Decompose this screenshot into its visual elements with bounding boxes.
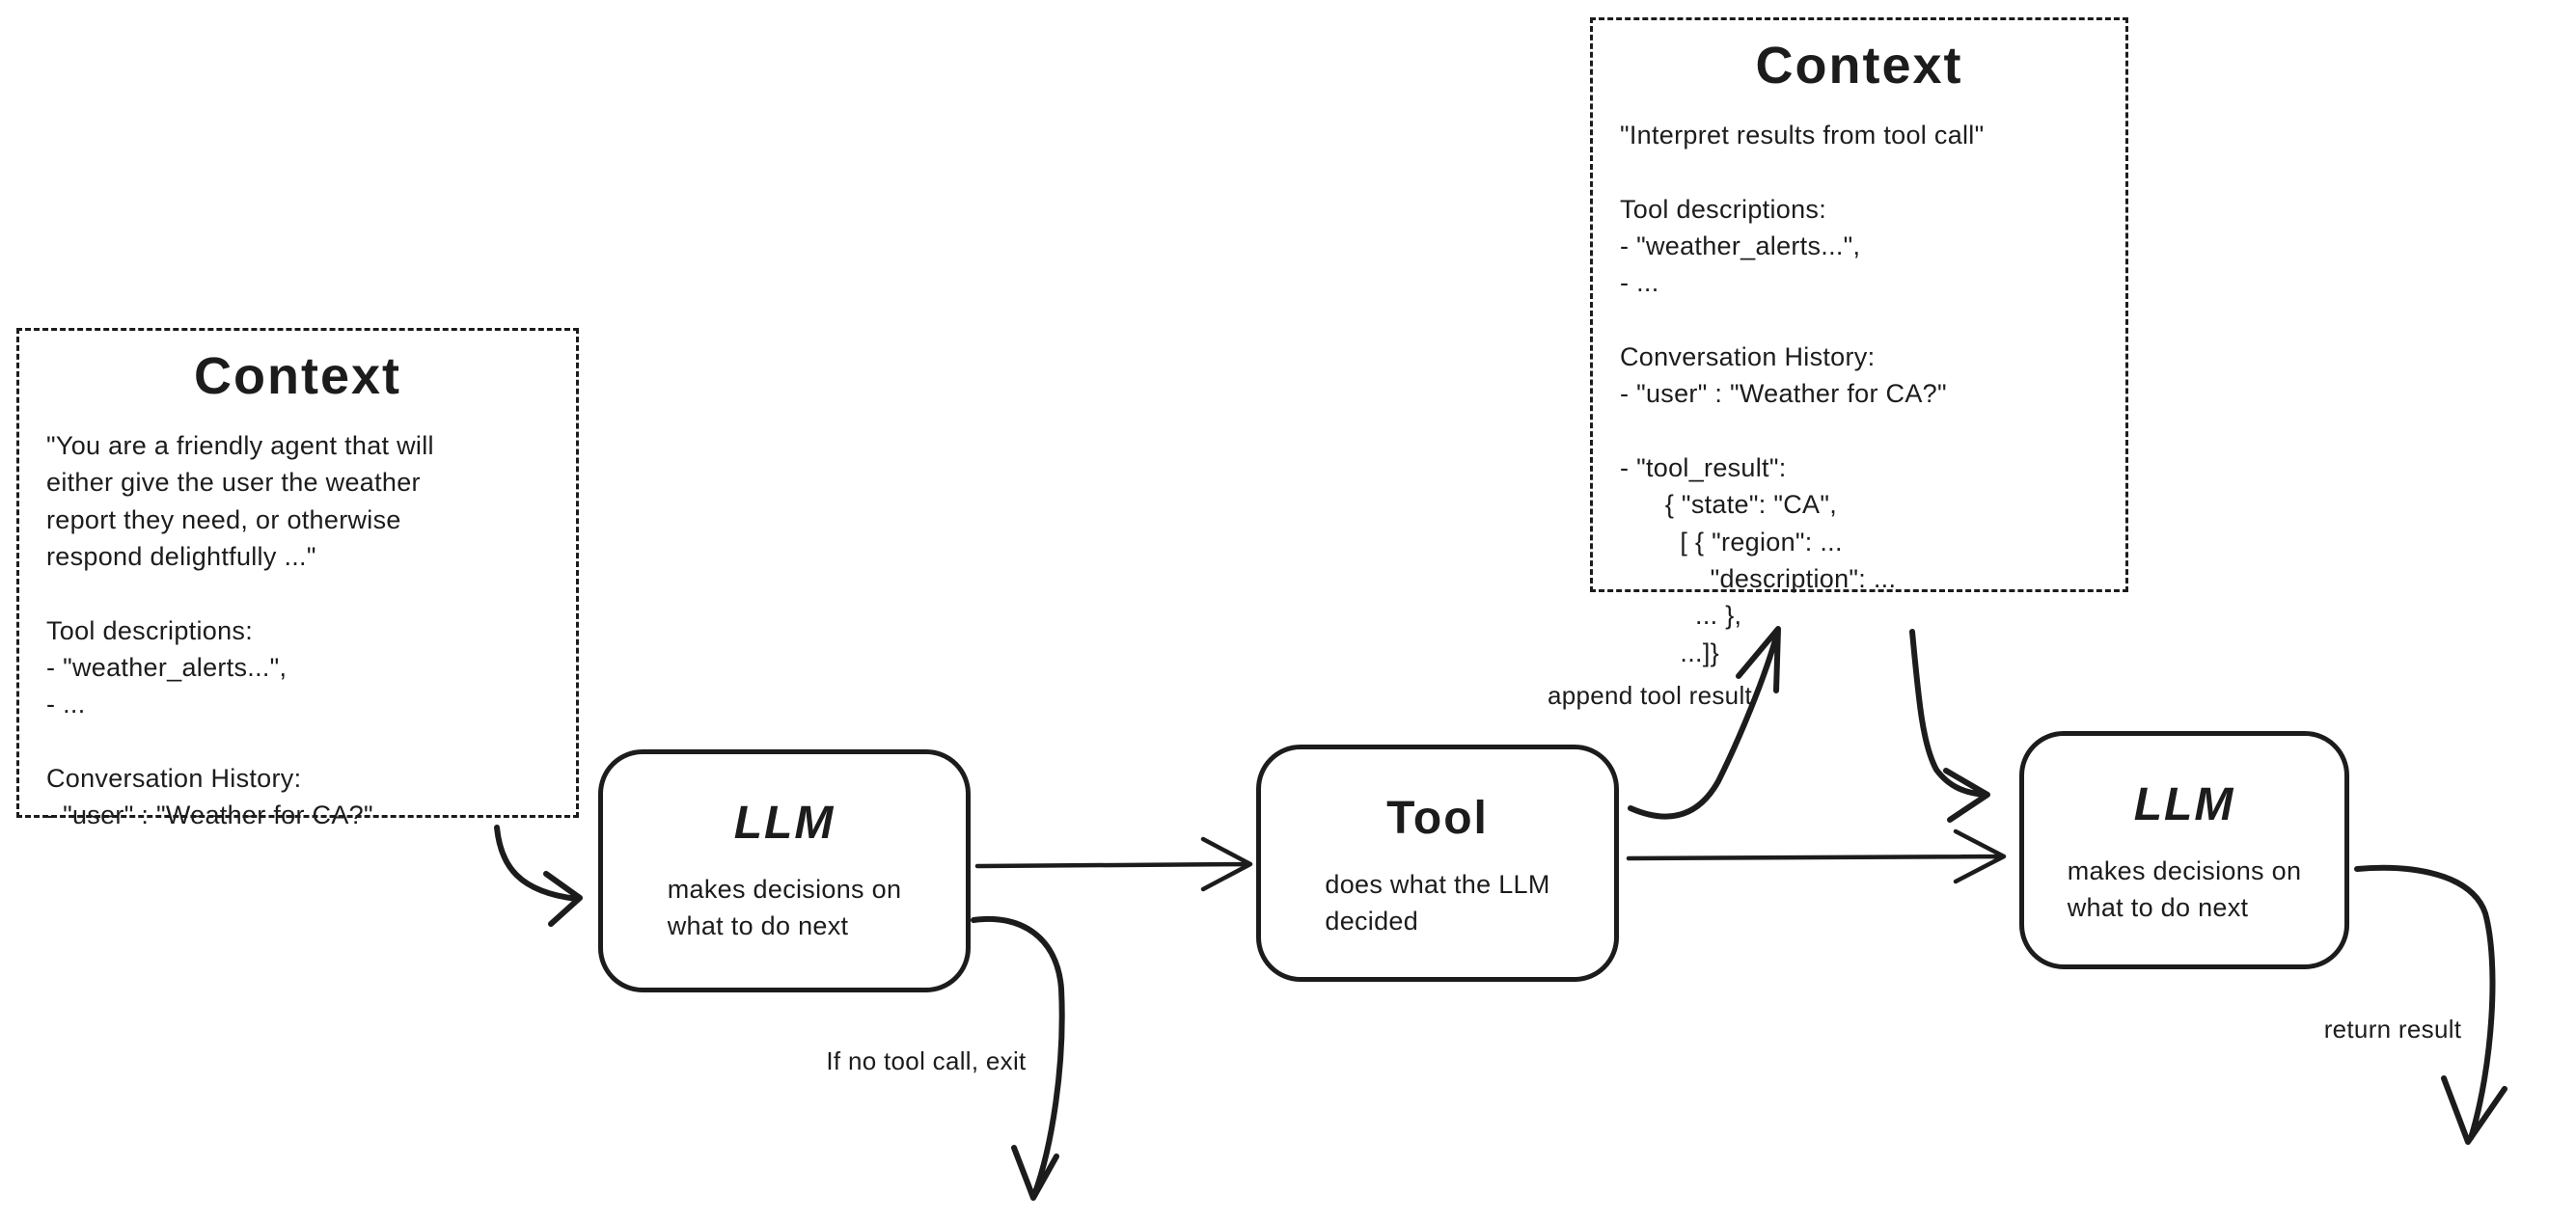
- label-return-result: return result: [2323, 1015, 2462, 1044]
- llm-node-1-title: LLM: [733, 798, 836, 849]
- llm-node-2: LLM makes decisions on what to do next: [2019, 731, 2349, 969]
- tool-node: Tool does what the LLM decided: [1256, 745, 1619, 982]
- label-append-tool-result: append tool result: [1547, 681, 1753, 710]
- context-left-title: Context: [194, 347, 401, 405]
- context-left-body: "You are a friendly agent that will eith…: [46, 431, 434, 830]
- tool-node-subtitle: does what the LLM decided: [1325, 870, 1550, 936]
- arrow-llm2-return: [2354, 864, 2507, 1145]
- arrow-tool-to-llm2: [1626, 828, 2007, 884]
- context-right-title: Context: [1755, 37, 1963, 95]
- context-box-left: Context "You are a friendly agent that w…: [16, 328, 579, 829]
- arrow-llm1-to-tool: [974, 836, 1253, 892]
- context-right-body: "Interpret results from tool call" Tool …: [1620, 121, 1985, 667]
- label-if-no-tool-call-exit: If no tool call, exit: [826, 1046, 1027, 1075]
- llm-node-2-subtitle: makes decisions on what to do next: [2067, 856, 2302, 922]
- llm-node-2-title: LLM: [2133, 779, 2235, 830]
- llm-node-1-subtitle: makes decisions on what to do next: [667, 875, 902, 940]
- arrow-context-left-to-llm1: [494, 825, 583, 927]
- tool-node-title: Tool: [1386, 793, 1489, 844]
- llm-node-1: LLM makes decisions on what to do next: [598, 749, 971, 992]
- context-box-right: Context "Interpret results from tool cal…: [1590, 17, 2128, 667]
